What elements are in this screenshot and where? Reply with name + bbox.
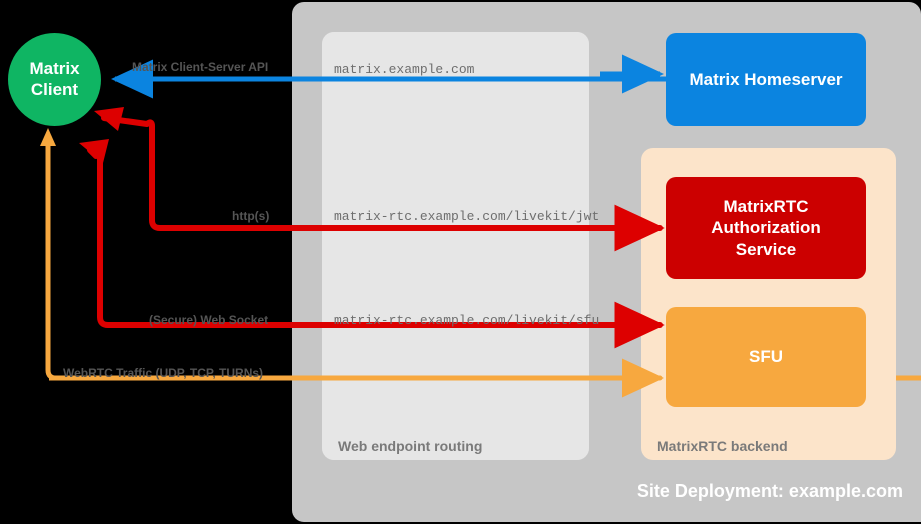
node-auth-line2: Authorization	[711, 218, 821, 238]
node-sfu[interactable]: SFU	[666, 307, 866, 407]
flow-label-https: http(s)	[232, 209, 270, 223]
flow-label-webrtc-traffic: WebRTC Traffic (UDP, TCP, TURNs)	[63, 366, 264, 380]
endpoint-label-cs-api: matrix.example.com	[334, 62, 475, 77]
node-auth-line1: MatrixRTC	[723, 197, 809, 217]
node-matrix-client[interactable]: Matrix Client	[8, 33, 101, 126]
flow-label-web-socket: (Secure) Web Socket	[149, 313, 269, 327]
flow-label-client-server-api: Matrix Client-Server API	[132, 60, 269, 74]
node-matrix-client-line2: Client	[30, 79, 79, 99]
flow-webrtc-traffic-riser	[40, 128, 665, 398]
node-matrix-homeserver[interactable]: Matrix Homeserver	[666, 33, 866, 126]
flow-https	[94, 107, 665, 252]
caption-matrixrtc-backend: MatrixRTC backend	[657, 438, 788, 454]
caption-web-endpoint-routing: Web endpoint routing	[338, 438, 483, 454]
endpoint-label-jwt: matrix-rtc.example.com/livekit/jwt	[334, 209, 600, 224]
endpoint-label-sfu: matrix-rtc.example.com/livekit/sfu	[334, 313, 600, 328]
node-sfu-label: SFU	[749, 347, 783, 367]
flow-web-socket	[79, 139, 665, 349]
site-deployment-title: Site Deployment: example.com	[636, 481, 903, 501]
node-matrix-homeserver-label: Matrix Homeserver	[689, 69, 843, 89]
node-auth-line3: Service	[735, 239, 797, 259]
node-matrixrtc-authorization-service[interactable]: MatrixRTC Authorization Service	[666, 177, 866, 279]
node-matrix-client-line1: Matrix	[29, 59, 80, 79]
